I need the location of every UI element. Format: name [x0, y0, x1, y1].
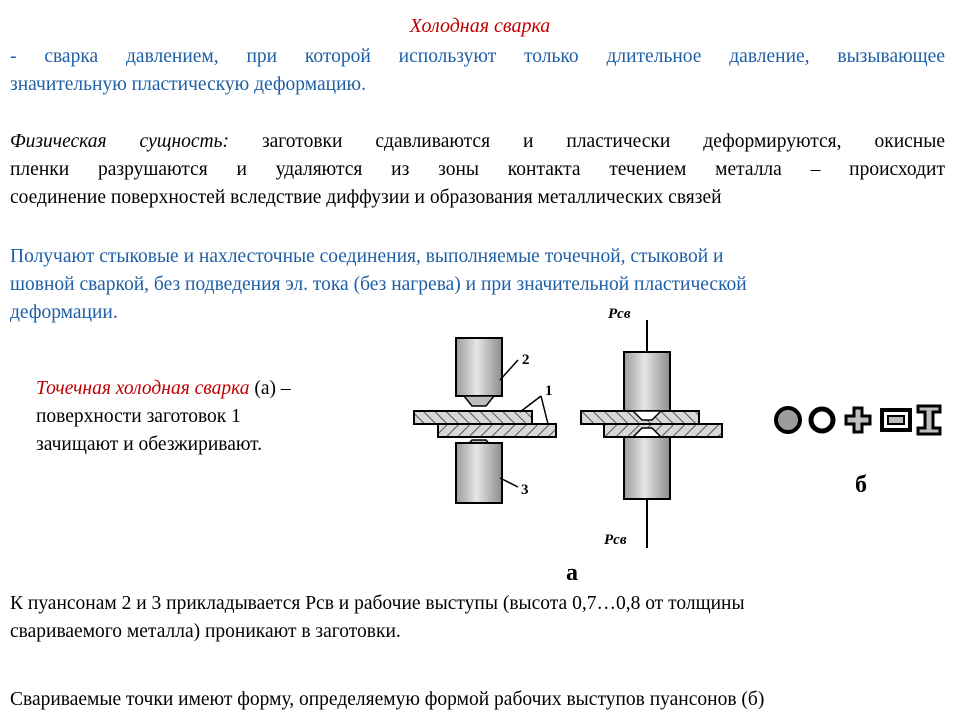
page-title: Холодная сварка: [409, 15, 551, 37]
ring-shape-icon: [808, 406, 836, 434]
upper-punch: [455, 337, 503, 397]
i-beam-shape-icon: [916, 404, 942, 436]
punches-line-2: свариваемого металла) проникают в загото…: [10, 621, 401, 642]
physical-essence-paragraph: Физическая сущность: заготовки сдавливаю…: [10, 128, 945, 212]
spot-line-2: поверхности заготовок 1: [36, 406, 241, 427]
diagram-b-shapes: [774, 404, 942, 436]
punches-paragraph: К пуансонам 2 и 3 прикладывается Рсв и р…: [10, 590, 945, 646]
square-ring-inner: [887, 415, 905, 425]
physical-line-1-text: заготовки сдавливаются и пластически деф…: [228, 131, 945, 152]
lower-punch: [455, 442, 503, 504]
joints-line-2: шовной сваркой, без подведения эл. тока …: [10, 274, 747, 295]
spot-line-1: Точечная холодная сварка (а) –: [36, 375, 366, 403]
punches-line-1: К пуансонам 2 и 3 прикладывается Рсв и р…: [10, 593, 745, 614]
caption-a: а: [566, 560, 578, 586]
lower-punch-pressed: [623, 436, 671, 500]
physical-essence-label: Физическая сущность:: [10, 131, 229, 152]
spot-welding-paragraph: Точечная холодная сварка (а) – поверхнос…: [36, 375, 366, 459]
spot-ref: (а) –: [249, 378, 291, 399]
spot-welding-term: Точечная холодная сварка: [36, 378, 250, 399]
physical-line-2: пленки разрушаются и удаляются из зоны к…: [10, 159, 945, 180]
shape-note: Свариваемые точки имеют форму, определяе…: [10, 689, 765, 710]
leader-line-3: [499, 477, 519, 488]
definition-line-2: значительную пластическую деформацию.: [10, 74, 366, 95]
physical-line-3: соединение поверхностей вследствие диффу…: [10, 187, 722, 208]
part-label-3: 3: [521, 482, 529, 498]
part-label-2: 2: [522, 352, 530, 368]
leader-line-1a: [519, 395, 542, 413]
upper-punch-pressed: [623, 351, 671, 413]
lower-workpiece: [437, 423, 557, 438]
part-label-1: 1: [545, 383, 553, 399]
diagram-a-pressed: [580, 320, 723, 548]
diagram-a-initial: [413, 337, 557, 504]
joints-line-3: деформации.: [10, 302, 118, 323]
force-label-top: Рсв: [608, 306, 631, 322]
cross-shape-icon: [844, 406, 872, 434]
upper-punch-tip: [462, 395, 496, 407]
joints-line-1: Получают стыковые и нахлесточные соедине…: [10, 246, 724, 267]
leader-line-1b: [540, 395, 549, 425]
solid-circle-shape-icon: [774, 406, 802, 434]
weld-dent-top: [631, 410, 663, 421]
caption-b: б: [855, 472, 867, 498]
upper-workpiece: [413, 410, 533, 425]
spot-line-3: зачищают и обезжиривают.: [36, 434, 263, 455]
joints-paragraph: Получают стыковые и нахлесточные соедине…: [10, 243, 945, 327]
lower-workpiece-pressed: [603, 423, 723, 438]
definition-line-1: - сварка давлением, при которой использу…: [10, 46, 945, 67]
force-label-bottom: Рсв: [604, 532, 627, 548]
physical-line-1: Физическая сущность: заготовки сдавливаю…: [10, 128, 945, 156]
leader-line-2: [499, 359, 519, 381]
